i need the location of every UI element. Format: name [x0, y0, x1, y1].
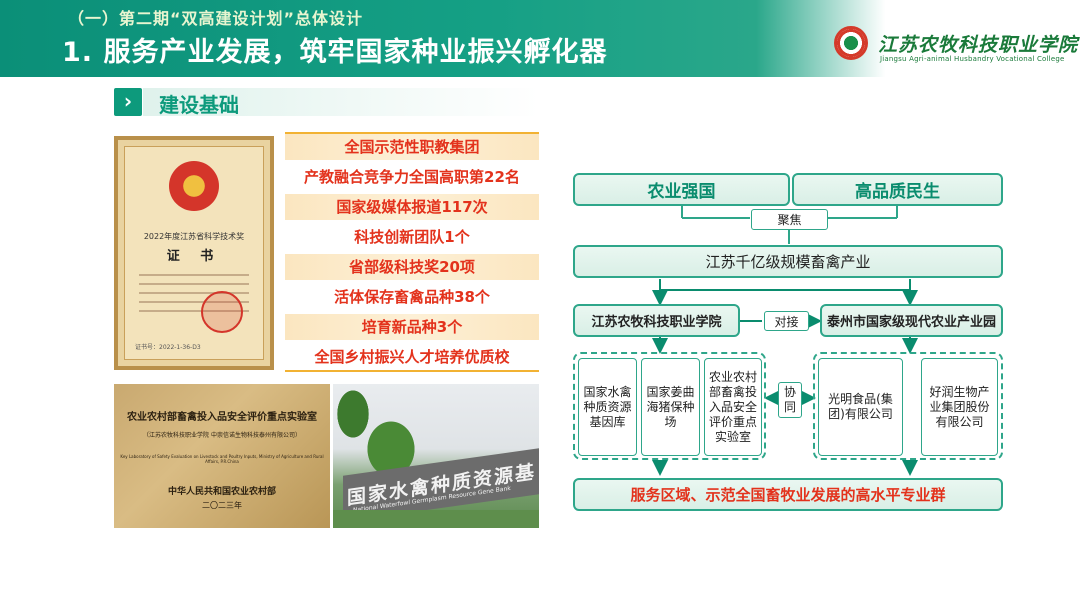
- outcome-box: 服务区域、示范全国畜牧业发展的高水平专业群: [573, 478, 1003, 511]
- red-seal-icon: [201, 291, 243, 333]
- enterprise-cell-bright-food: 光明食品(集团)有限公司: [818, 358, 903, 456]
- slide-subtitle: （一）第二期“双高建设计划”总体设计: [68, 9, 364, 28]
- plaque-title: 农业农村部畜禽投入品安全评价重点实验室: [127, 412, 317, 423]
- goal-box-quality-life: 高品质民生: [792, 173, 1003, 206]
- section-title: 建设基础: [159, 93, 239, 117]
- goal-box-agri-power: 农业强国: [573, 173, 790, 206]
- plaque-year: 二〇二三年: [202, 501, 242, 510]
- achievement-item: 产教融合竞争力全国高职第22名: [285, 164, 539, 190]
- certificate-text-lines: [139, 267, 249, 319]
- industry-box: 江苏千亿级规模畜禽产业: [573, 245, 1003, 278]
- enterprise-cell-haorun: 好润生物产业集团股份有限公司: [921, 358, 998, 456]
- certificate-number: 证书号：2022-1-36-D3: [135, 344, 201, 351]
- chevron-right-icon: ›: [114, 88, 142, 116]
- college-logo-icon: [834, 26, 868, 60]
- focus-tag: 聚焦: [751, 209, 828, 230]
- lab-plaque-image: 农业农村部畜禽投入品安全评价重点实验室 （江苏农牧科技职业学院 中崇信诺生物科技…: [114, 384, 330, 528]
- gene-bank-sign-photo: 国家水禽种质资源基因库 National Waterfowl Germplasm…: [333, 384, 539, 528]
- achievement-item: 全国示范性职教集团: [285, 132, 539, 160]
- slide-title: 1. 服务产业发展，筑牢国家种业振兴孵化器: [62, 37, 608, 68]
- college-platform-group: [573, 352, 766, 460]
- college-name-cn: 江苏农牧科技职业学院: [878, 34, 1079, 56]
- national-emblem-icon: [169, 161, 219, 211]
- achievement-list: 全国示范性职教集团 产教融合竞争力全国高职第22名 国家级媒体报道117次 科技…: [285, 132, 539, 376]
- dock-tag: 对接: [764, 311, 809, 331]
- college-name-en: Jiangsu Agri-animal Husbandry Vocational…: [880, 55, 1065, 63]
- plaque-english: Key Laboratory of Safety Evaluation on L…: [120, 454, 324, 464]
- platform-cell-waterfowl-bank: 国家水禽种质资源基因库: [578, 358, 637, 456]
- grass-strip: [333, 510, 539, 528]
- college-org-box: 江苏农牧科技职业学院: [573, 304, 740, 337]
- plaque-issuer: 中华人民共和国农业农村部: [167, 487, 276, 497]
- section-band: [143, 88, 539, 116]
- achievement-item: 科技创新团队1个: [285, 224, 539, 250]
- industrial-park-box: 泰州市国家级现代农业产业园: [820, 304, 1003, 337]
- coop-tag: 协同: [778, 382, 802, 418]
- header-bar: [0, 0, 1080, 77]
- achievement-item: 省部级科技奖20项: [285, 254, 539, 280]
- achievement-item: 国家级媒体报道117次: [285, 194, 539, 220]
- achievement-item: 全国乡村振兴人才培养优质校: [285, 344, 539, 372]
- platform-cell-pig-farm: 国家姜曲海猪保种场: [641, 358, 700, 456]
- achievement-item: 培育新品种3个: [285, 314, 539, 340]
- enterprise-group: [813, 352, 1003, 460]
- plaque-partners: （江苏农牧科技职业学院 中崇信诺生物科技泰州有限公司）: [143, 432, 301, 439]
- certificate-award-name: 2022年度江苏省科学技术奖: [143, 232, 245, 241]
- platform-cell-safety-lab: 农业农村部畜禽投入品安全评价重点实验室: [704, 358, 762, 456]
- achievement-item: 活体保存畜禽品种38个: [285, 284, 539, 310]
- certificate-heading: 证 书: [166, 249, 222, 264]
- award-certificate-image: 2022年度江苏省科学技术奖 证 书 证书号：2022-1-36-D3: [114, 136, 274, 370]
- certificate-inner: 2022年度江苏省科学技术奖 证 书 证书号：2022-1-36-D3: [124, 146, 264, 360]
